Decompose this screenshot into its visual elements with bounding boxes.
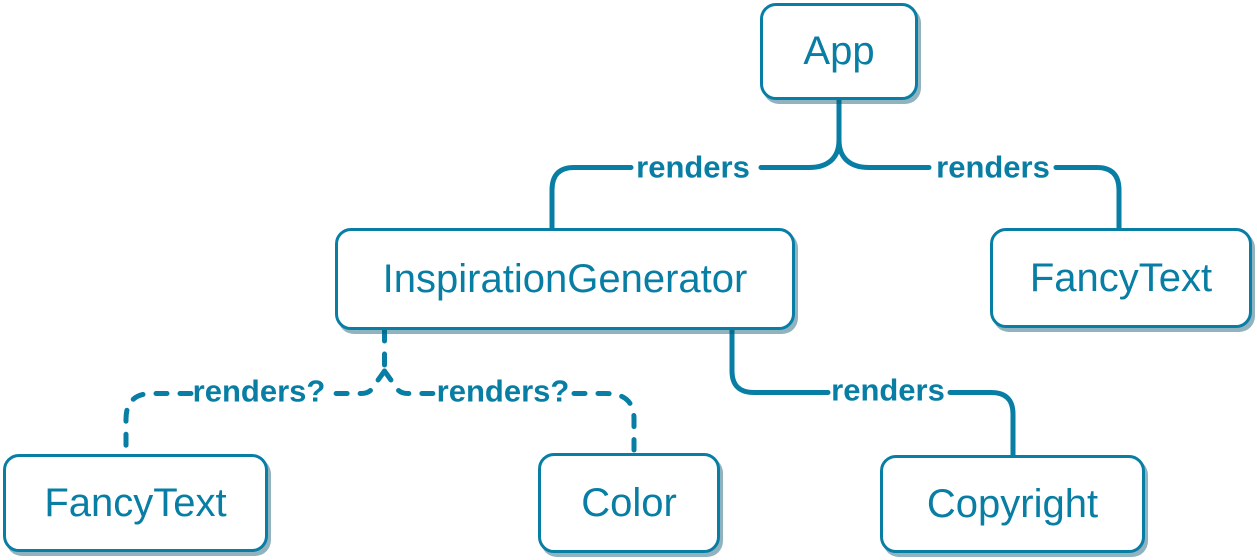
node-inspiration-generator: InspirationGenerator <box>335 228 795 330</box>
node-copyright: Copyright <box>880 455 1145 553</box>
node-color-label: Color <box>581 480 677 525</box>
edge-inspirationgenerator-color-line-a <box>382 368 436 396</box>
node-fancy-text-bottom: FancyText <box>3 454 268 552</box>
node-app: App <box>760 3 918 100</box>
edge-label-inspirationgenerator-copyright: renders <box>831 372 945 408</box>
node-color: Color <box>538 453 720 553</box>
edge-app-fancytext-line-a <box>836 137 932 170</box>
edge-inspirationgenerator-fancytext-line-a <box>325 368 387 396</box>
edge-inspirationgenerator-color-line-b <box>571 391 637 453</box>
node-inspiration-generator-label: InspirationGenerator <box>382 256 748 301</box>
edge-app-fancytext-line-b <box>1053 165 1122 231</box>
node-copyright-label: Copyright <box>926 481 1099 526</box>
edge-label-inspirationgenerator-color: renders? <box>436 373 570 409</box>
node-fancy-text-top-label: FancyText <box>1029 255 1213 300</box>
edge-label-app-inspirationgenerator: renders <box>636 149 750 185</box>
node-fancy-text-top: FancyText <box>990 228 1252 328</box>
edge-inspirationgenerator-fancytext-line-b <box>123 391 194 455</box>
edge-label-app-fancytext: renders <box>936 149 1050 185</box>
edge-app-inspirationgenerator-line-b <box>549 165 634 231</box>
edge-label-inspirationgenerator-fancytext: renders? <box>192 373 326 409</box>
node-app-label: App <box>803 29 875 73</box>
edge-inspirationgenerator-copyright-line-a <box>729 327 831 395</box>
edge-inspirationgenerator-copyright-line-b <box>947 390 1016 458</box>
node-fancy-text-bottom-label: FancyText <box>44 480 227 525</box>
edge-app-inspirationgenerator-line-a <box>758 137 842 170</box>
